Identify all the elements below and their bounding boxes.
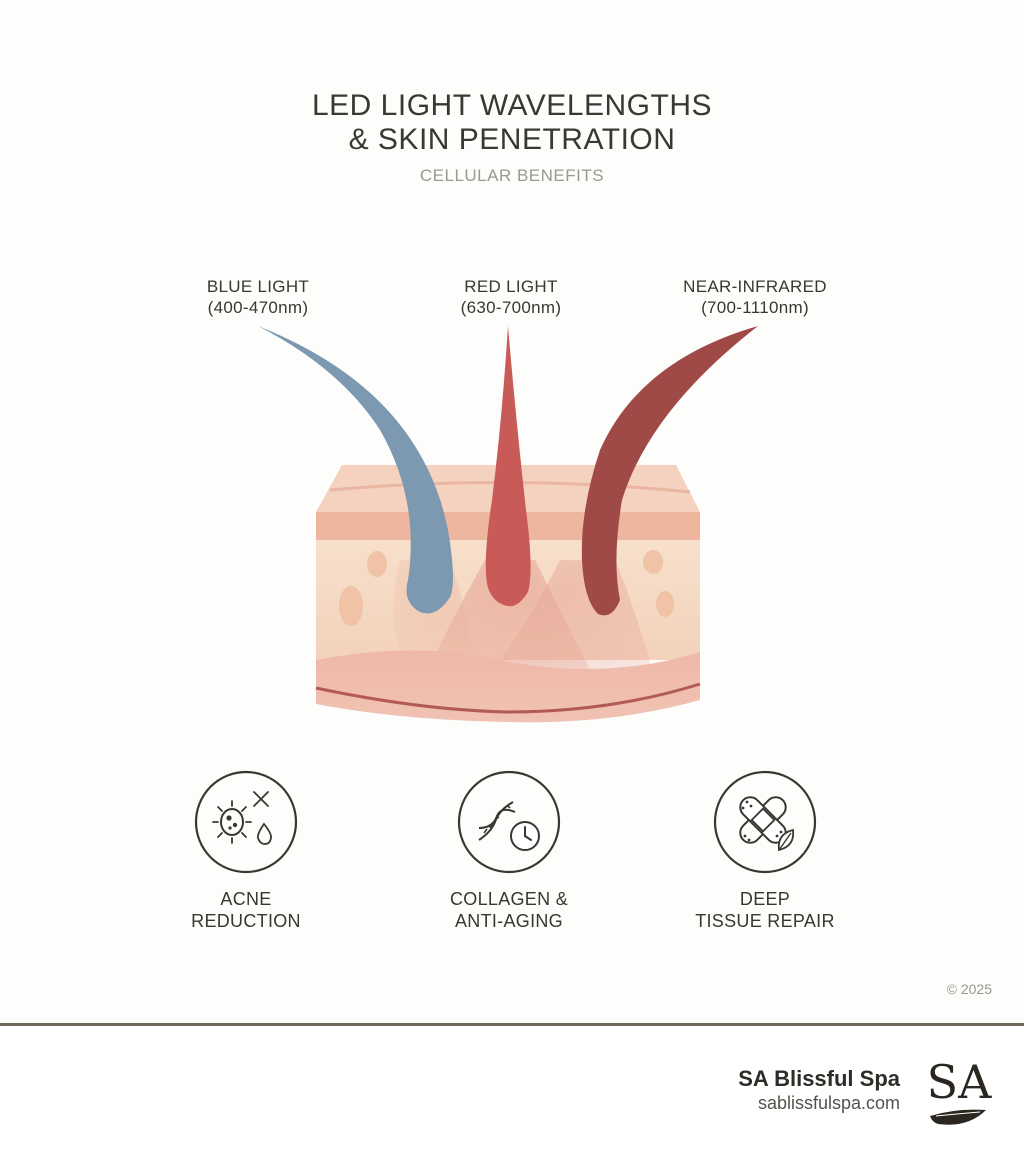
red-light-label: RED LIGHT (630-700nm) <box>411 276 611 318</box>
footer-divider <box>0 1023 1024 1026</box>
benefit-acne-line2: REDUCTION <box>191 911 301 931</box>
infrared-light-beam <box>581 326 758 616</box>
copyright-text: © 2025 <box>946 981 992 997</box>
page-title-line-2: & SKIN PENETRATION <box>348 123 676 156</box>
red-light-name: RED LIGHT <box>464 277 558 296</box>
bacteria-icon <box>194 770 298 874</box>
brand-url[interactable]: sablissfulspa.com <box>757 1093 900 1113</box>
cell-dot <box>367 551 387 577</box>
benefit-tissue-repair: DEEP TISSUE REPAIR <box>665 770 865 932</box>
dna-clock-icon <box>457 770 561 874</box>
blue-light-beam <box>258 326 453 614</box>
infrared-name: NEAR-INFRARED <box>683 277 827 296</box>
benefit-collagen-line2: ANTI-AGING <box>454 911 563 931</box>
page-subtitle: CELLULAR BENEFITS <box>419 166 605 185</box>
benefit-acne: ACNE REDUCTION <box>146 770 346 932</box>
cell-dot <box>339 586 363 626</box>
page-title-line-1: LED LIGHT WAVELENGTHS <box>311 89 713 122</box>
benefit-acne-label: ACNE REDUCTION <box>146 888 346 932</box>
infrared-range: (700-1110nm) <box>701 298 809 317</box>
red-light-range: (630-700nm) <box>460 298 562 317</box>
brand-logo: SA <box>927 1055 993 1125</box>
blue-light-range: (400-470nm) <box>207 298 309 317</box>
brand-block: SA Blissful Spa sablissfulspa.com <box>738 1066 900 1114</box>
bandage-leaf-icon <box>713 770 817 874</box>
infrared-label: NEAR-INFRARED (700-1110nm) <box>655 276 855 318</box>
logo-monogram: SA <box>927 1055 993 1109</box>
cell-dot <box>656 591 674 617</box>
red-light-beam <box>485 326 531 607</box>
benefit-collagen-label: COLLAGEN & ANTI-AGING <box>409 888 609 932</box>
benefit-tissue-repair-line1: DEEP <box>739 889 791 909</box>
benefit-collagen-line1: COLLAGEN & <box>449 889 569 909</box>
cell-dot <box>643 550 663 574</box>
blue-light-name: BLUE LIGHT <box>206 277 310 296</box>
deep-tissue-line <box>315 682 701 714</box>
footer: SA Blissful Spa sablissfulspa.com SA <box>0 1026 1024 1154</box>
benefit-acne-line1: ACNE <box>220 889 272 909</box>
benefit-tissue-repair-label: DEEP TISSUE REPAIR <box>665 888 865 932</box>
benefit-tissue-repair-line2: TISSUE REPAIR <box>695 911 835 931</box>
brand-name: SA Blissful Spa <box>738 1066 900 1091</box>
benefit-collagen: COLLAGEN & ANTI-AGING <box>409 770 609 932</box>
blue-light-label: BLUE LIGHT (400-470nm) <box>158 276 358 318</box>
